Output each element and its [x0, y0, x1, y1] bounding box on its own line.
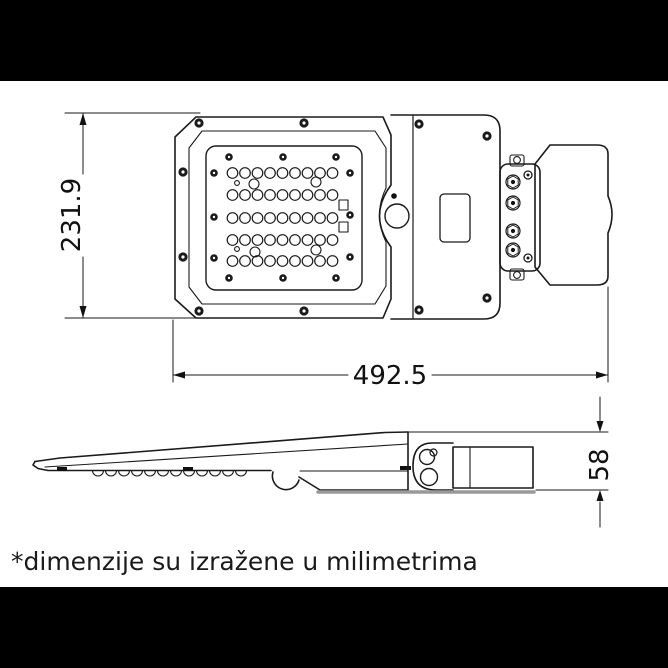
clamp-screw-bottom [509, 268, 525, 281]
units-note: *dimenzije su izražene u milimetrima [11, 547, 478, 576]
led-extra-holes [234, 176, 322, 258]
dim-value-thickness: 58 [585, 448, 615, 481]
mount-bracket [499, 163, 541, 272]
neck-pin [391, 193, 397, 199]
knuckle-bolt-lower [419, 467, 439, 487]
side-top-edge [34, 431, 409, 463]
housing-screws [178, 118, 492, 316]
rear-housing-outline [390, 114, 501, 320]
side-led-bumps [91, 469, 248, 477]
side-gasket-mark-3 [400, 466, 411, 470]
side-sensor-bump [271, 471, 300, 491]
side-bottom-edge [32, 460, 409, 491]
side-gasket-mark-2 [183, 467, 193, 471]
dim-492-5: 492.5 [172, 286, 609, 391]
drawing-sheet: 231.9 492.5 58 * [0, 81, 668, 587]
knuckle-bolt-upper-cap [429, 448, 438, 457]
knuckle-bolt-upper [418, 448, 436, 466]
frame-notch-1 [338, 199, 349, 211]
side-knuckle [412, 442, 454, 491]
top-view-lamp [174, 114, 613, 320]
technical-drawing: 231.9 492.5 58 [32, 112, 615, 528]
pole-adapter-outline [534, 144, 613, 286]
label-plate [439, 193, 471, 243]
clamp-screw-top [509, 154, 525, 167]
frame-notch-2 [338, 221, 349, 233]
dimension-annotations: 231.9 492.5 58 [57, 112, 615, 528]
bracket-screws [523, 170, 533, 263]
side-gasket-mark-1 [57, 467, 67, 471]
side-seam-line [44, 443, 409, 468]
glass-frame [205, 145, 363, 291]
dim-value-height: 231.9 [57, 178, 87, 252]
led-lens-grid [226, 167, 339, 267]
panel-screws [210, 153, 354, 282]
head-inner-line [188, 130, 387, 305]
side-mount-arm [452, 446, 534, 489]
bottom-letterbox-bar [0, 587, 668, 668]
top-letterbox-bar [0, 0, 668, 81]
photocell-sensor [384, 203, 410, 229]
dim-value-length: 492.5 [353, 361, 427, 391]
dim-231-9: 231.9 [57, 112, 201, 319]
dim-58: 58 [407, 396, 615, 528]
bracket-hex-bolts [505, 174, 521, 258]
side-view-lamp [32, 431, 536, 494]
